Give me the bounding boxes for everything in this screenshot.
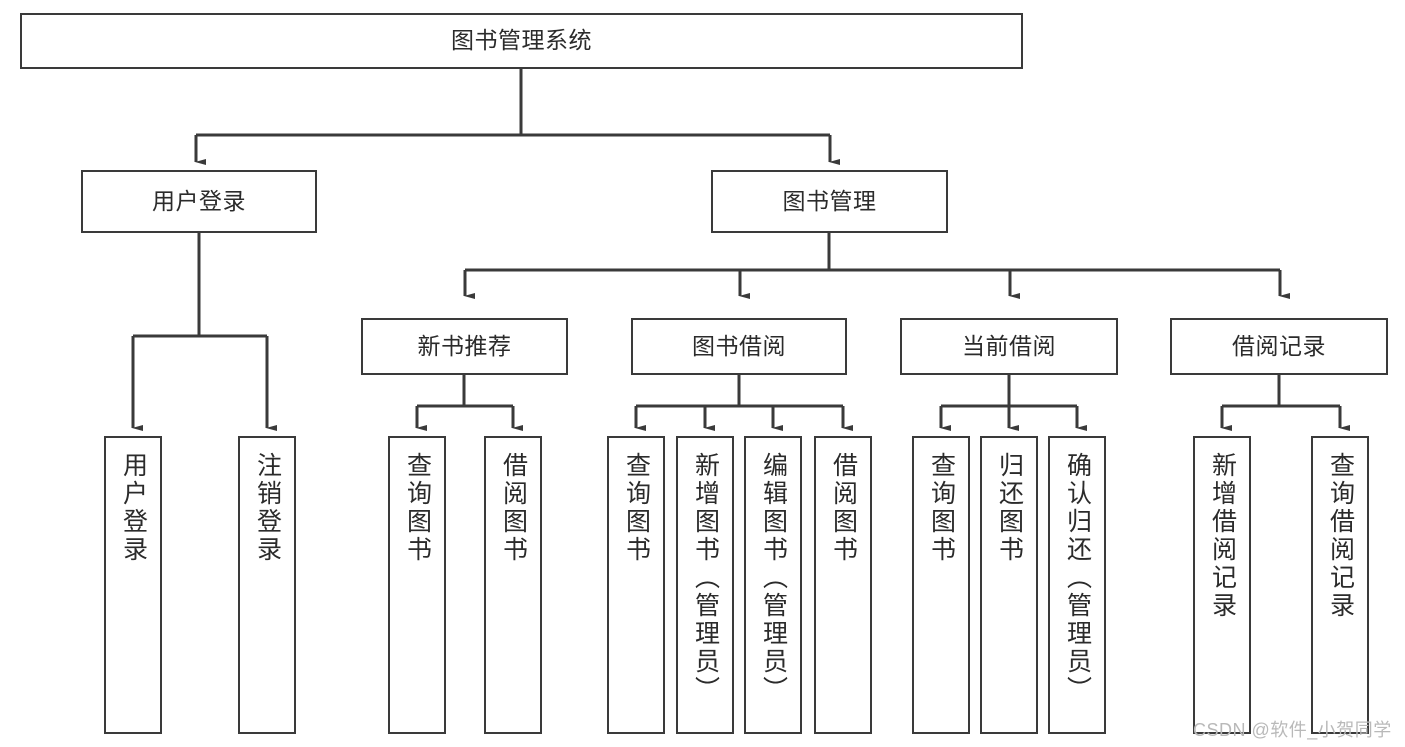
node-root[interactable]: 图书管理系统 bbox=[20, 13, 1023, 69]
node-book-borrow[interactable]: 图书借阅 bbox=[631, 318, 847, 375]
leaf-borrow-book-label: 借阅图书 bbox=[829, 452, 858, 564]
node-user-login-label: 用户登录 bbox=[152, 187, 246, 214]
node-current-borrow-label: 当前借阅 bbox=[962, 332, 1056, 359]
node-new-book-recommend-label: 新书推荐 bbox=[417, 332, 512, 359]
node-book-borrow-label: 图书借阅 bbox=[692, 332, 786, 359]
leaf-return-book[interactable]: 归还图书 bbox=[980, 436, 1038, 734]
node-root-label: 图书管理系统 bbox=[451, 27, 592, 54]
leaf-confirm-return-admin-label: 确认归还（管理员） bbox=[1063, 452, 1092, 704]
leaf-borrow-book[interactable]: 借阅图书 bbox=[814, 436, 872, 734]
node-book-management[interactable]: 图书管理 bbox=[711, 170, 948, 233]
leaf-borrow-book-recommend-label: 借阅图书 bbox=[499, 452, 528, 564]
leaf-query-book-borrow-label: 查询图书 bbox=[622, 452, 651, 564]
node-user-login[interactable]: 用户登录 bbox=[81, 170, 317, 233]
leaf-add-book-admin[interactable]: 新增图书（管理员） bbox=[676, 436, 734, 734]
leaf-query-book-recommend[interactable]: 查询图书 bbox=[388, 436, 446, 734]
leaf-confirm-return-admin[interactable]: 确认归还（管理员） bbox=[1048, 436, 1106, 734]
node-borrow-record[interactable]: 借阅记录 bbox=[1170, 318, 1388, 375]
leaf-return-book-label: 归还图书 bbox=[995, 452, 1024, 564]
node-new-book-recommend[interactable]: 新书推荐 bbox=[361, 318, 568, 375]
node-borrow-record-label: 借阅记录 bbox=[1232, 332, 1326, 359]
leaf-logout-label: 注销登录 bbox=[253, 452, 282, 564]
leaf-query-book-current[interactable]: 查询图书 bbox=[912, 436, 970, 734]
leaf-add-borrow-record-label: 新增借阅记录 bbox=[1208, 452, 1237, 620]
leaf-query-borrow-record-label: 查询借阅记录 bbox=[1326, 452, 1355, 620]
leaf-query-book-borrow[interactable]: 查询图书 bbox=[607, 436, 665, 734]
leaf-query-book-current-label: 查询图书 bbox=[927, 452, 956, 564]
leaf-add-book-admin-label: 新增图书（管理员） bbox=[691, 452, 720, 704]
leaf-query-borrow-record[interactable]: 查询借阅记录 bbox=[1311, 436, 1369, 734]
leaf-add-borrow-record[interactable]: 新增借阅记录 bbox=[1193, 436, 1251, 734]
leaf-logout[interactable]: 注销登录 bbox=[238, 436, 296, 734]
node-current-borrow[interactable]: 当前借阅 bbox=[900, 318, 1118, 375]
leaf-user-login[interactable]: 用户登录 bbox=[104, 436, 162, 734]
leaf-user-login-label: 用户登录 bbox=[119, 452, 148, 564]
leaf-edit-book-admin[interactable]: 编辑图书（管理员） bbox=[744, 436, 802, 734]
leaf-edit-book-admin-label: 编辑图书（管理员） bbox=[759, 452, 788, 704]
leaf-query-book-recommend-label: 查询图书 bbox=[403, 452, 432, 564]
leaf-borrow-book-recommend[interactable]: 借阅图书 bbox=[484, 436, 542, 734]
node-book-management-label: 图书管理 bbox=[782, 187, 877, 214]
